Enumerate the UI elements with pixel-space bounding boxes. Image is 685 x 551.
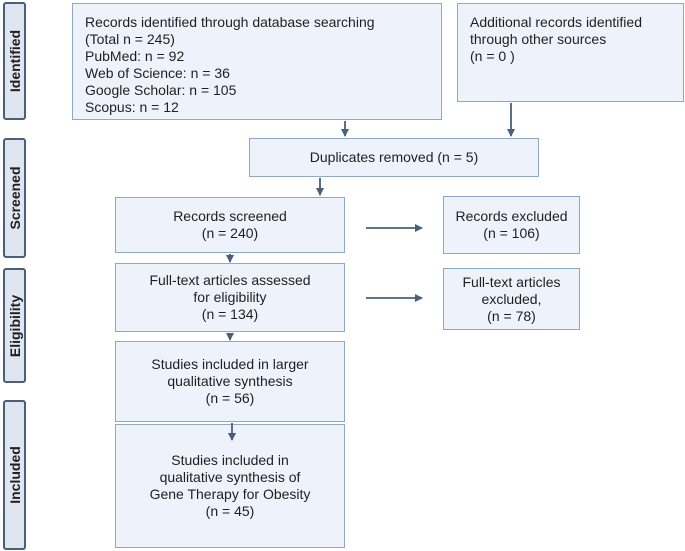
- db-search-line: (Total n = 245): [85, 31, 175, 47]
- records-screened-line: Records screened: [173, 208, 287, 224]
- fulltext-assessed-line: (n = 134): [201, 306, 259, 322]
- db-search-line: Scopus: n = 12: [85, 99, 179, 115]
- db-search-line: Records identified through database sear…: [85, 14, 375, 30]
- records-excluded-line: (n = 106): [483, 225, 540, 241]
- other-sources-line: Additional records identified: [470, 14, 642, 30]
- stage-eligibility: Eligibility: [3, 268, 26, 383]
- fulltext-assessed-line: for eligibility: [193, 289, 267, 305]
- database-search-box: Records identified through database sear…: [72, 3, 442, 120]
- duplicates-removed-text: Duplicates removed (n = 5): [309, 149, 479, 165]
- db-search-line: Google Scholar: n = 105: [85, 82, 237, 98]
- fulltext-assessed-box: Full-text articles assessed for eligibil…: [115, 263, 345, 332]
- db-search-line: Web of Science: n = 36: [85, 65, 230, 81]
- other-sources-line: (n = 0 ): [470, 48, 515, 64]
- larger-synthesis-line: Studies included in larger: [151, 356, 309, 372]
- other-sources-line: through other sources: [470, 31, 607, 47]
- records-screened-box: Records screened (n = 240): [115, 197, 345, 253]
- larger-synthesis-line: qualitative synthesis: [167, 373, 293, 389]
- fulltext-assessed-line: Full-text articles assessed: [149, 272, 311, 288]
- records-screened-line: (n = 240): [201, 225, 259, 241]
- final-synthesis-line: qualitative synthesis of: [159, 469, 301, 485]
- fulltext-excluded-line: excluded,: [481, 290, 542, 307]
- fulltext-excluded-line: Full-text articles: [462, 273, 561, 290]
- duplicates-removed-box: Duplicates removed (n = 5): [249, 138, 539, 177]
- db-search-line: PubMed: n = 92: [85, 48, 185, 64]
- stage-identified: Identified: [3, 2, 26, 120]
- larger-synthesis-box: Studies included in larger qualitative s…: [115, 341, 345, 422]
- fulltext-excluded-box: Full-text articles excluded, (n = 78): [443, 268, 580, 330]
- other-sources-box: Additional records identified through ot…: [457, 3, 684, 102]
- stage-included: Included: [3, 400, 26, 550]
- final-synthesis-line: Studies included in: [171, 452, 289, 468]
- final-synthesis-line: (n = 45): [205, 503, 255, 519]
- stage-screened: Screened: [3, 138, 26, 258]
- records-excluded-box: Records excluded (n = 106): [443, 196, 580, 254]
- records-excluded-line: Records excluded: [455, 208, 568, 224]
- final-synthesis-line: Gene Therapy for Obesity: [149, 486, 311, 502]
- fulltext-excluded-line: (n = 78): [487, 307, 536, 324]
- final-synthesis-box: Studies included in qualitative synthesi…: [115, 424, 345, 548]
- larger-synthesis-line: (n = 56): [205, 390, 255, 406]
